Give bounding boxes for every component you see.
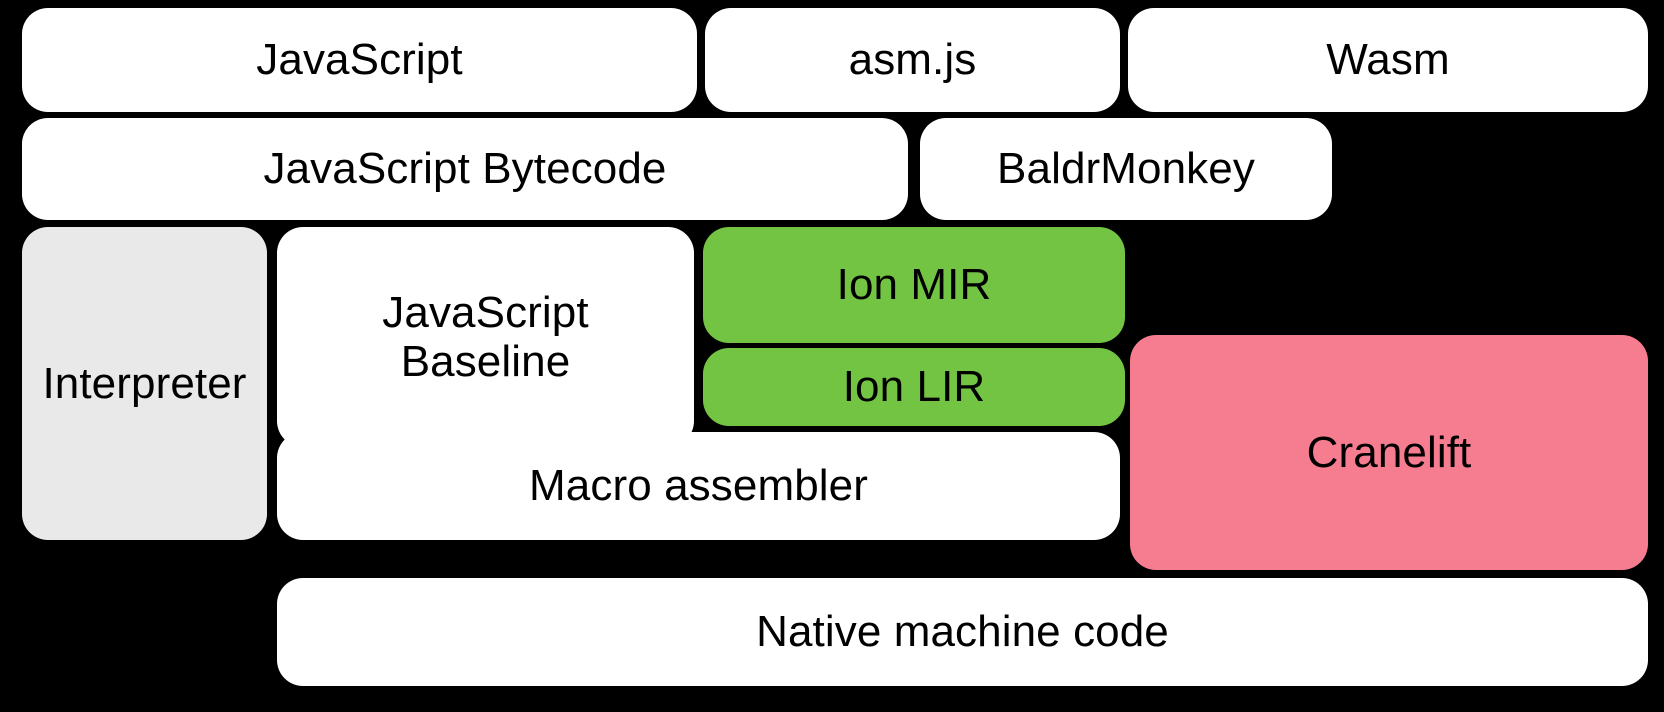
node-javascript-baseline: JavaScript Baseline [277,227,694,447]
node-native-machine-code: Native machine code [277,578,1648,686]
node-javascript: JavaScript [22,8,697,112]
node-baldrmonkey: BaldrMonkey [920,118,1332,220]
node-interpreter: Interpreter [22,227,267,540]
node-ion-lir: Ion LIR [703,348,1125,426]
node-javascript-bytecode: JavaScript Bytecode [22,118,908,220]
node-wasm: Wasm [1128,8,1648,112]
node-macro-assembler: Macro assembler [277,432,1120,540]
node-asm-js: asm.js [705,8,1120,112]
node-cranelift: Cranelift [1130,335,1648,570]
node-ion-mir: Ion MIR [703,227,1125,343]
